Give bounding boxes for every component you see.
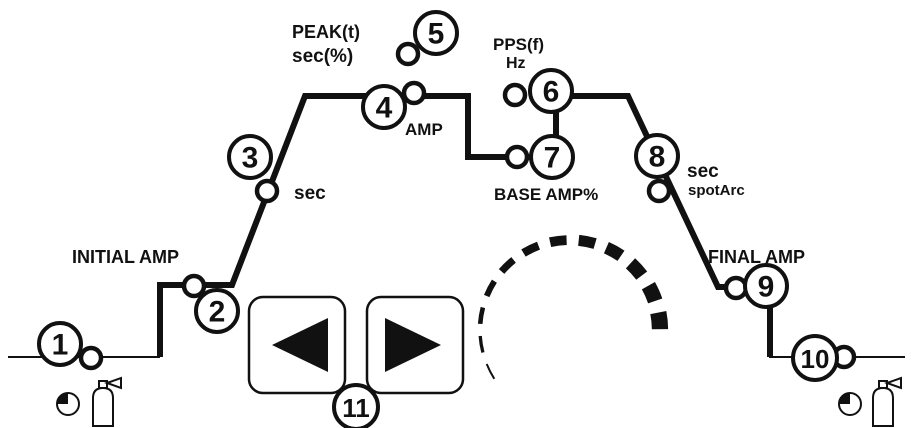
label-spot-arc: spotArc xyxy=(688,182,745,199)
svg-text:7: 7 xyxy=(544,142,561,175)
marker-2: 2 xyxy=(194,288,240,334)
marker-7: 7 xyxy=(529,134,575,180)
marker-1: 1 xyxy=(37,321,83,367)
label-pulse-freq: PPS(f) xyxy=(493,35,544,54)
right-arrow-icon xyxy=(385,318,441,372)
svg-text:1: 1 xyxy=(52,329,69,362)
dial-segment xyxy=(478,335,485,353)
svg-text:5: 5 xyxy=(428,18,445,51)
marker-3: 3 xyxy=(227,134,273,180)
led-downslope xyxy=(646,178,672,204)
timer-icon xyxy=(838,392,862,416)
label-downslope-sec: sec xyxy=(687,161,719,182)
dial-segment xyxy=(485,363,496,380)
label-upslope-sec: sec xyxy=(294,183,326,204)
led-pre-gas xyxy=(78,345,104,371)
gas-cylinder-icon xyxy=(872,376,902,427)
dial-segment xyxy=(521,241,541,257)
label-base-amp: BASE AMP% xyxy=(494,185,598,204)
right-button[interactable] xyxy=(365,295,465,395)
svg-text:10: 10 xyxy=(801,344,830,374)
led-base-amp xyxy=(504,144,530,170)
dial-segment xyxy=(483,279,497,298)
dial-segment xyxy=(625,258,648,280)
left-button[interactable] xyxy=(247,295,347,395)
led-initial-amp xyxy=(181,273,207,299)
marker-8: 8 xyxy=(634,133,680,179)
dial-segment xyxy=(549,235,567,248)
marker-5: 5 xyxy=(413,10,459,56)
marker-4: 4 xyxy=(361,84,407,130)
dial-segment xyxy=(498,257,516,274)
rotary-knob-icon[interactable] xyxy=(477,234,673,420)
svg-text:11: 11 xyxy=(342,393,370,423)
marker-10: 10 xyxy=(791,334,839,382)
led-upslope xyxy=(254,178,280,204)
timer-icon xyxy=(56,392,80,416)
left-arrow-icon xyxy=(272,318,328,372)
marker-9: 9 xyxy=(743,263,789,309)
dial-segment xyxy=(578,234,597,249)
dial-segment xyxy=(650,311,669,330)
label-peak-unit: sec(%) xyxy=(292,46,353,67)
led-final-amp xyxy=(723,275,749,301)
svg-text:9: 9 xyxy=(758,271,775,304)
dial-segment xyxy=(477,306,486,325)
label-initial-amp: INITIAL AMP xyxy=(72,247,179,267)
dial-segment xyxy=(641,282,663,304)
led-peak-time xyxy=(395,41,421,67)
label-peak-time: PEAK(t) xyxy=(292,22,360,42)
svg-text:6: 6 xyxy=(543,76,560,109)
svg-text:4: 4 xyxy=(376,92,393,125)
led-peak-amp xyxy=(401,80,427,106)
marker-6: 6 xyxy=(528,68,574,114)
led-pulse-freq xyxy=(502,82,528,108)
gas-cylinder-icon xyxy=(92,376,122,427)
label-peak-amp: AMP xyxy=(405,120,443,139)
svg-text:3: 3 xyxy=(242,142,259,175)
label-pulse-unit: Hz xyxy=(506,55,526,72)
marker-11: 11 xyxy=(332,383,380,428)
dial-segment xyxy=(603,242,625,261)
svg-text:8: 8 xyxy=(649,141,666,174)
label-final-amp: FINAL AMP xyxy=(708,247,805,267)
svg-text:2: 2 xyxy=(209,296,226,329)
